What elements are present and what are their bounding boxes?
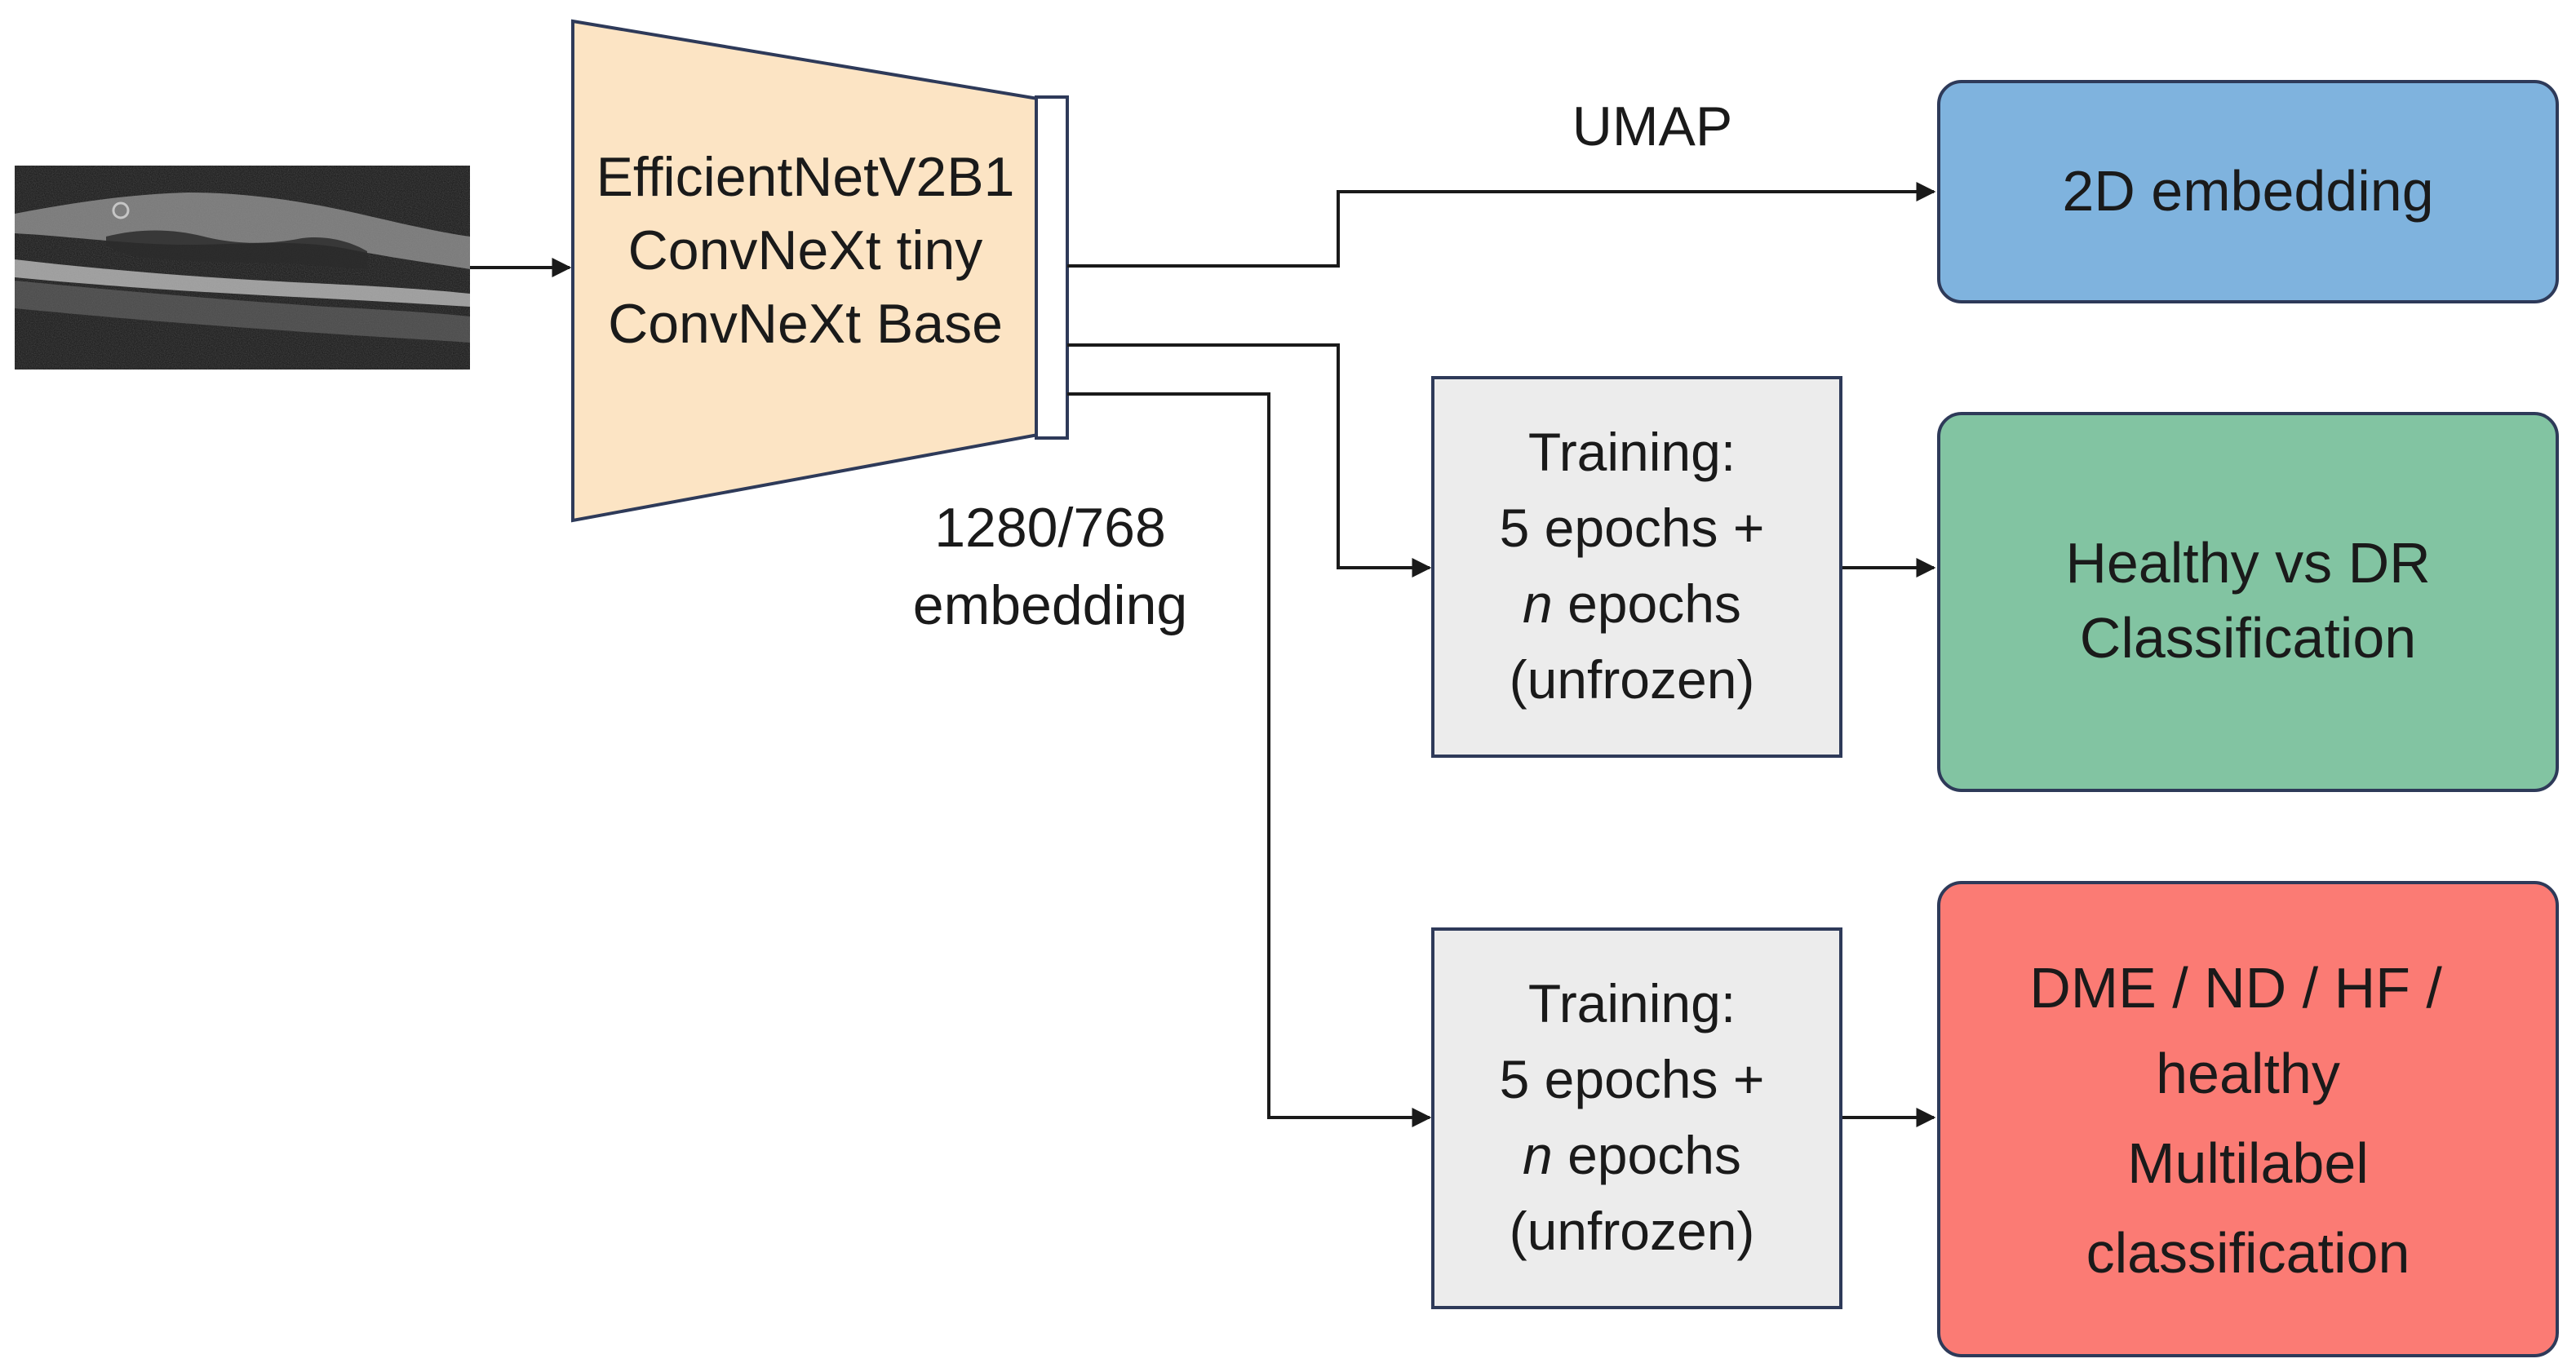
output-2d-embedding-label: 2D embedding (2062, 159, 2433, 223)
arrow-to-training-1 (1067, 343, 1432, 578)
training-2-unfrozen: (unfrozen) (1510, 1201, 1755, 1261)
training-1-epochs: 5 epochs + (1500, 498, 1765, 558)
arrow-to-umap (1067, 182, 1936, 268)
output-multilabel-line-1: DME / ND / HF / (2029, 956, 2442, 1020)
training-2-title: Training: (1528, 973, 1736, 1033)
umap-label: UMAP (1572, 95, 1732, 157)
encoder-model-3: ConvNeXt Base (608, 293, 1003, 355)
training-box-binary (1431, 376, 1842, 758)
output-multilabel-line-2: healthy (2156, 1042, 2340, 1105)
training-2-n-epochs: n epochs (1523, 1125, 1741, 1185)
training-1-title: Training: (1528, 422, 1736, 482)
output-multilabel-line-4: classification (2086, 1221, 2410, 1285)
training-box-multilabel (1431, 927, 1842, 1309)
encoder-model-2: ConvNeXt tiny (628, 219, 983, 281)
training-1-unfrozen: (unfrozen) (1510, 649, 1755, 710)
oct-scan-image (15, 166, 470, 370)
output-binary-line-2: Classification (2080, 606, 2416, 670)
retina-layer-choroid (15, 281, 470, 343)
training-2-epochs: 5 epochs + (1500, 1049, 1765, 1109)
retina-layer-cysts (106, 230, 367, 269)
embedding-size-label: 1280/768 (934, 497, 1166, 559)
training-1-n-epochs: n epochs (1523, 573, 1741, 634)
embedding-label: embedding (913, 574, 1187, 636)
arrow-to-training-2 (1067, 392, 1432, 1127)
output-2d-embedding-box (1937, 80, 2559, 303)
embedding-layer-bar (1035, 95, 1069, 440)
encoder-model-1: EfficientNetV2B1 (596, 146, 1015, 208)
output-binary-classification-box (1937, 412, 2559, 792)
output-multilabel-line-3: Multilabel (2127, 1131, 2369, 1195)
output-multilabel-classification-box (1937, 881, 2559, 1357)
output-binary-line-1: Healthy vs DR (2065, 531, 2430, 595)
retina-layer-rpe (15, 259, 470, 307)
